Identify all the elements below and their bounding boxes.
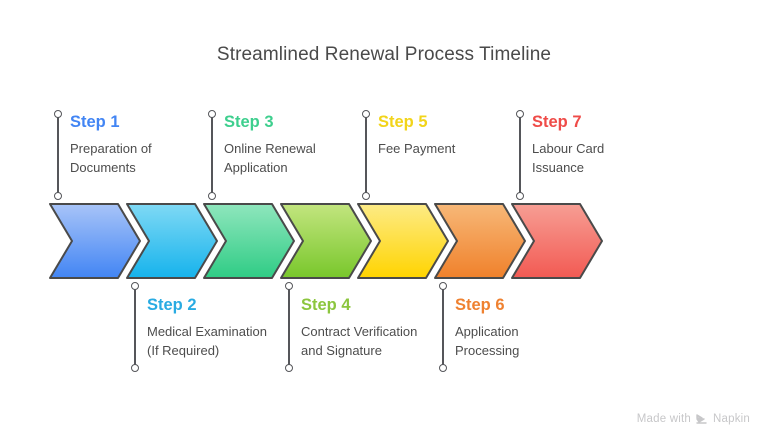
step-heading-4: Step 4 — [301, 296, 351, 314]
chevron-step-4[interactable] — [280, 203, 372, 279]
connector-stem-3 — [211, 114, 213, 196]
connector-dot-top-7 — [515, 110, 524, 118]
step-heading-1: Step 1 — [70, 113, 120, 131]
connector-dot-bottom-6 — [438, 364, 447, 372]
watermark: Made with Napkin — [637, 413, 750, 425]
step-label-5[interactable]: Step 5 Fee Payment — [378, 113, 543, 159]
connector-dot-top-6 — [438, 282, 447, 290]
step-description-1: Preparation of Documents — [70, 141, 152, 175]
connector-line-step-4 — [284, 282, 293, 372]
step-label-2[interactable]: Step 2 Medical Examination (If Required) — [147, 296, 312, 360]
step-label-1[interactable]: Step 1 Preparation of Documents — [70, 113, 235, 177]
step-description-2: Medical Examination (If Required) — [147, 324, 267, 358]
chevron-step-2[interactable] — [126, 203, 218, 279]
connector-stem-7 — [519, 114, 521, 196]
connector-dot-top-5 — [361, 110, 370, 118]
step-heading-6: Step 6 — [455, 296, 505, 314]
chevron-step-6[interactable] — [434, 203, 526, 279]
step-description-7: Labour Card Issuance — [532, 141, 605, 175]
connector-dot-bottom-2 — [130, 364, 139, 372]
connector-stem-2 — [134, 286, 136, 368]
connector-stem-4 — [288, 286, 290, 368]
connector-line-step-7 — [515, 110, 524, 200]
napkin-chevron-logo-icon — [696, 413, 707, 424]
step-label-7[interactable]: Step 7 Labour Card Issuance — [532, 113, 697, 177]
step-heading-3: Step 3 — [224, 113, 274, 131]
step-label-3[interactable]: Step 3 Online Renewal Application — [224, 113, 389, 177]
connector-line-step-5 — [361, 110, 370, 200]
connector-dot-bottom-3 — [207, 192, 216, 200]
chevron-step-1[interactable] — [49, 203, 141, 279]
connector-dot-bottom-7 — [515, 192, 524, 200]
step-heading-7: Step 7 — [532, 113, 582, 131]
connector-line-step-3 — [207, 110, 216, 200]
connector-dot-top-2 — [130, 282, 139, 290]
watermark-brand: Napkin — [713, 413, 750, 425]
connector-stem-1 — [57, 114, 59, 196]
connector-line-step-6 — [438, 282, 447, 372]
watermark-prefix: Made with — [636, 413, 691, 425]
connector-dot-top-1 — [53, 110, 62, 118]
chevron-step-5[interactable] — [357, 203, 449, 279]
chevron-step-3[interactable] — [203, 203, 295, 279]
connector-stem-6 — [442, 286, 444, 368]
connector-dot-top-3 — [207, 110, 216, 118]
step-description-5: Fee Payment — [378, 141, 456, 157]
connector-line-step-2 — [130, 282, 139, 372]
connector-stem-5 — [365, 114, 367, 196]
connector-dot-top-4 — [284, 282, 293, 290]
step-label-6[interactable]: Step 6 Application Processing — [455, 296, 620, 360]
step-description-4: Contract Verification and Signature — [301, 324, 418, 358]
page-title: Streamlined Renewal Process Timeline — [216, 44, 552, 65]
step-description-3: Online Renewal Application — [224, 141, 316, 175]
connector-dot-bottom-4 — [284, 364, 293, 372]
connector-line-step-1 — [53, 110, 62, 200]
step-label-4[interactable]: Step 4 Contract Verification and Signatur… — [301, 296, 466, 360]
step-heading-2: Step 2 — [147, 296, 197, 314]
connector-dot-bottom-1 — [53, 192, 62, 200]
connector-dot-bottom-5 — [361, 192, 370, 200]
step-heading-5: Step 5 — [378, 113, 428, 131]
step-description-6: Application Processing — [455, 324, 520, 358]
chevron-step-7[interactable] — [511, 203, 603, 279]
